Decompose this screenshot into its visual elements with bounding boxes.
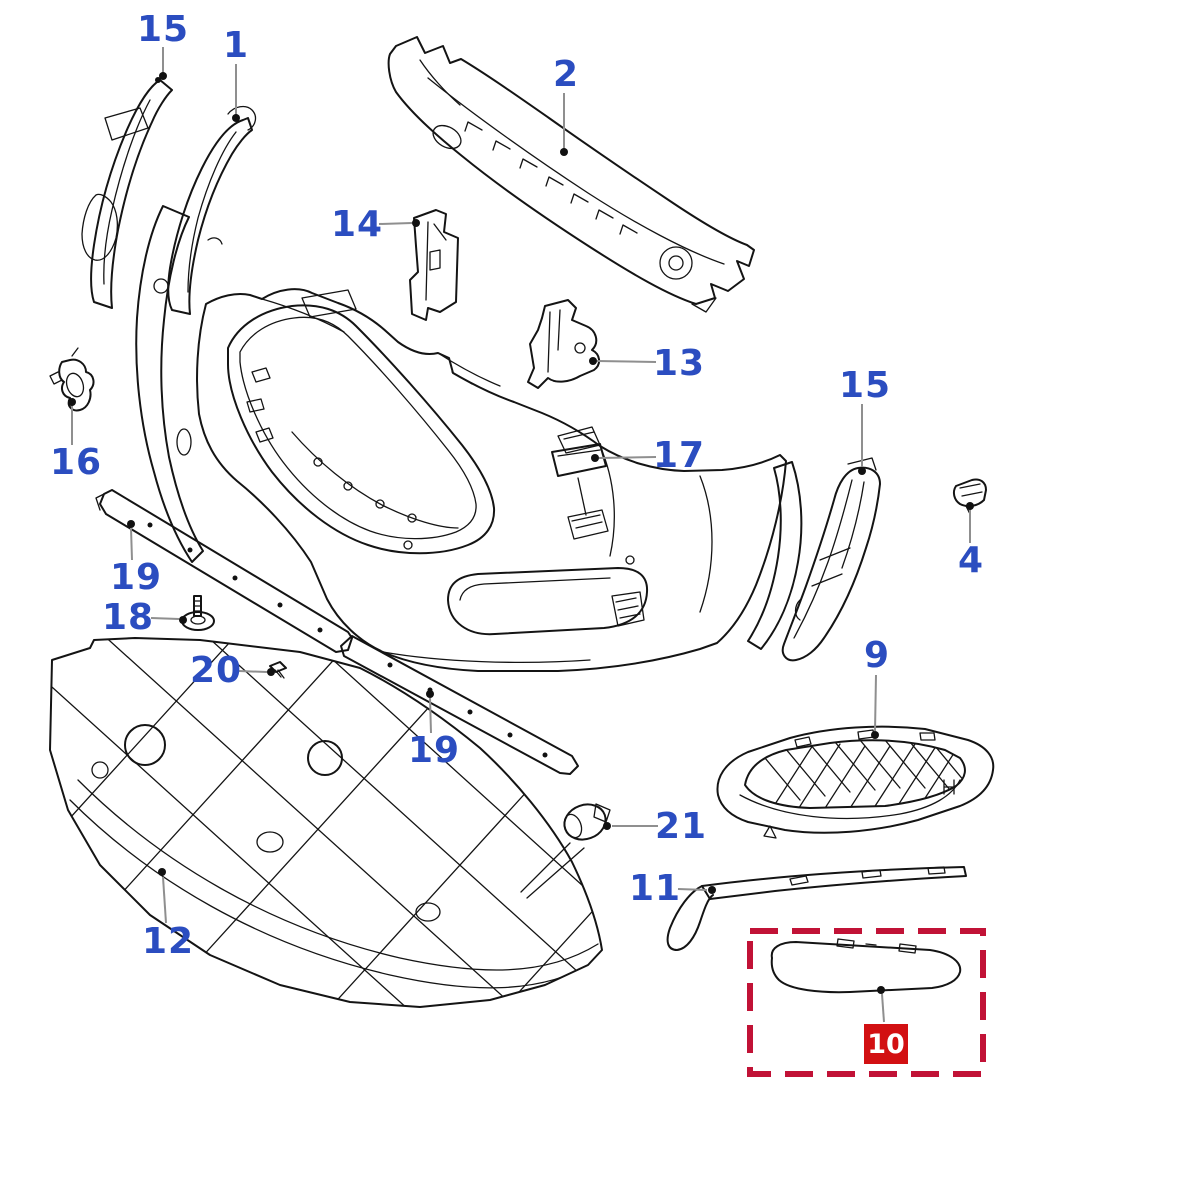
part-21-drawing: [520, 803, 611, 899]
part-15-right-drawing: [781, 457, 881, 662]
callout-18: 18: [101, 597, 155, 638]
callout-19-lower: 19: [407, 730, 461, 771]
callout-4: 4: [957, 540, 985, 581]
part-11-drawing: [666, 866, 967, 951]
part-9-drawing: [716, 725, 995, 839]
part-19-upper-drawing: [95, 489, 353, 653]
callout-11: 11: [628, 868, 682, 909]
callout-2: 2: [552, 54, 580, 95]
part-17-drawing: [551, 443, 607, 516]
callout-17: 17: [652, 435, 706, 476]
part-2-drawing: [387, 36, 755, 313]
part-13-drawing: [527, 299, 600, 389]
leader-lines: [68, 47, 974, 1023]
part-18-drawing: [181, 595, 215, 631]
callout-9: 9: [863, 635, 891, 676]
callout-15-right: 15: [838, 365, 892, 406]
part-4-drawing: [952, 478, 987, 515]
callout-21: 21: [654, 806, 708, 847]
callout-20: 20: [189, 650, 243, 691]
callout-16: 16: [49, 442, 103, 483]
part-12-drawing: [49, 637, 603, 1008]
part-16-drawing: [49, 347, 95, 412]
callout-12: 12: [141, 921, 195, 962]
callout-19-upper: 19: [109, 557, 163, 598]
bumper-cover-drawing: [135, 205, 803, 672]
callout-14: 14: [330, 204, 384, 245]
callout-1: 1: [222, 25, 250, 66]
callout-15-left: 15: [136, 9, 190, 50]
part-1-drawing: [167, 105, 257, 315]
highlighted-part-badge: 10: [864, 1024, 908, 1064]
highlight-box: [747, 928, 986, 1077]
callout-13: 13: [652, 343, 706, 384]
part-14-drawing: [409, 209, 459, 321]
part-15-left-drawing: [81, 77, 173, 309]
part-10-drawing: [747, 928, 986, 1077]
